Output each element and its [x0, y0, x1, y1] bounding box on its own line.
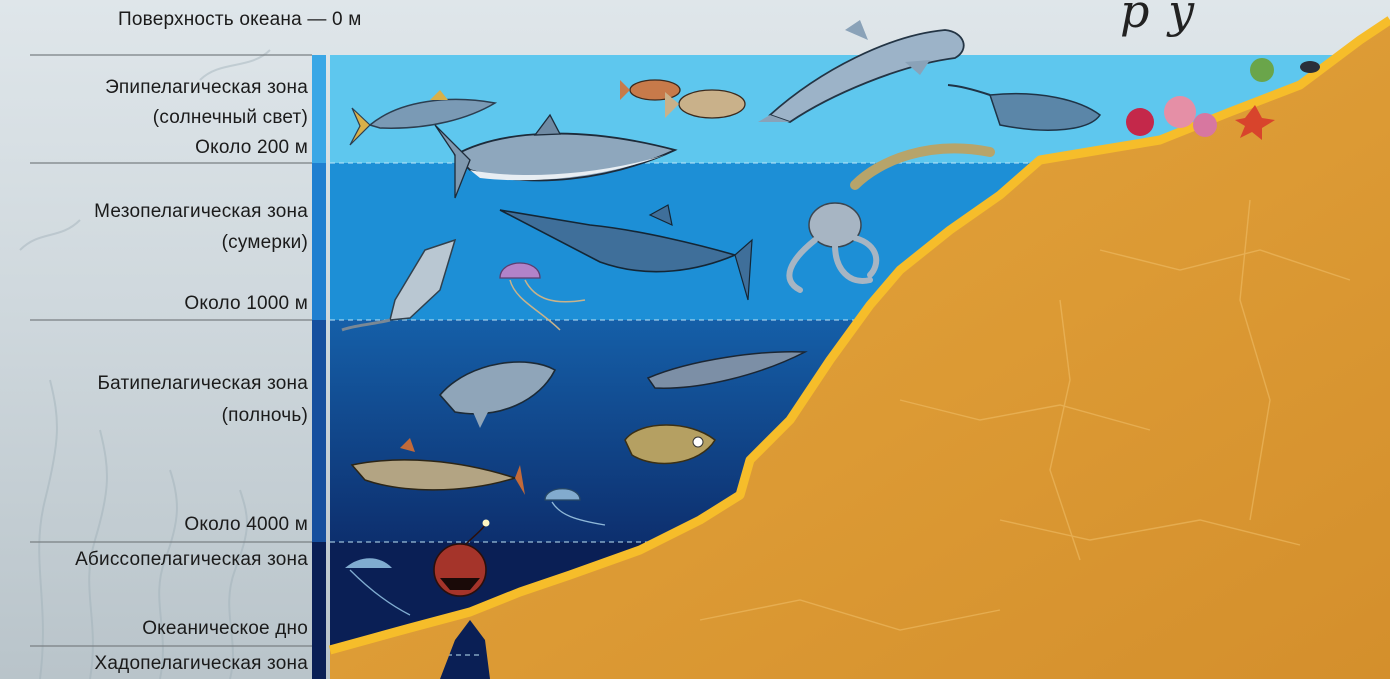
abyssopelagic-zone-name: Абиссопелагическая зона — [75, 548, 308, 572]
ocean-floor-label: Океаническое дно — [142, 617, 308, 641]
depth-bar-abyss — [312, 542, 326, 679]
title-fragment: р у — [1120, 0, 1197, 36]
depth-bar-meso — [312, 163, 326, 320]
depth-1000-label: Около 1000 м — [184, 292, 308, 316]
hadopelagic-zone-name: Хадопелагическая зона — [95, 652, 308, 676]
surface-label: Поверхность океана — 0 м — [118, 8, 362, 32]
mesopelagic-zone-sub: (сумерки) — [222, 231, 308, 255]
depth-4000-label: Около 4000 м — [184, 513, 308, 537]
epipelagic-zone-name: Эпипелагическая зона — [105, 76, 308, 100]
depth-bar-epi — [312, 55, 326, 163]
bathypelagic-zone-sub: (полночь) — [222, 404, 308, 428]
epipelagic-zone-sub: (солнечный свет) — [153, 106, 308, 130]
bathypelagic-zone-name: Батипелагическая зона — [97, 372, 308, 396]
mesopelagic-zone-name: Мезопелагическая зона — [94, 200, 308, 224]
depth-200-label: Около 200 м — [195, 136, 308, 160]
depth-bar-bathy — [312, 320, 326, 542]
